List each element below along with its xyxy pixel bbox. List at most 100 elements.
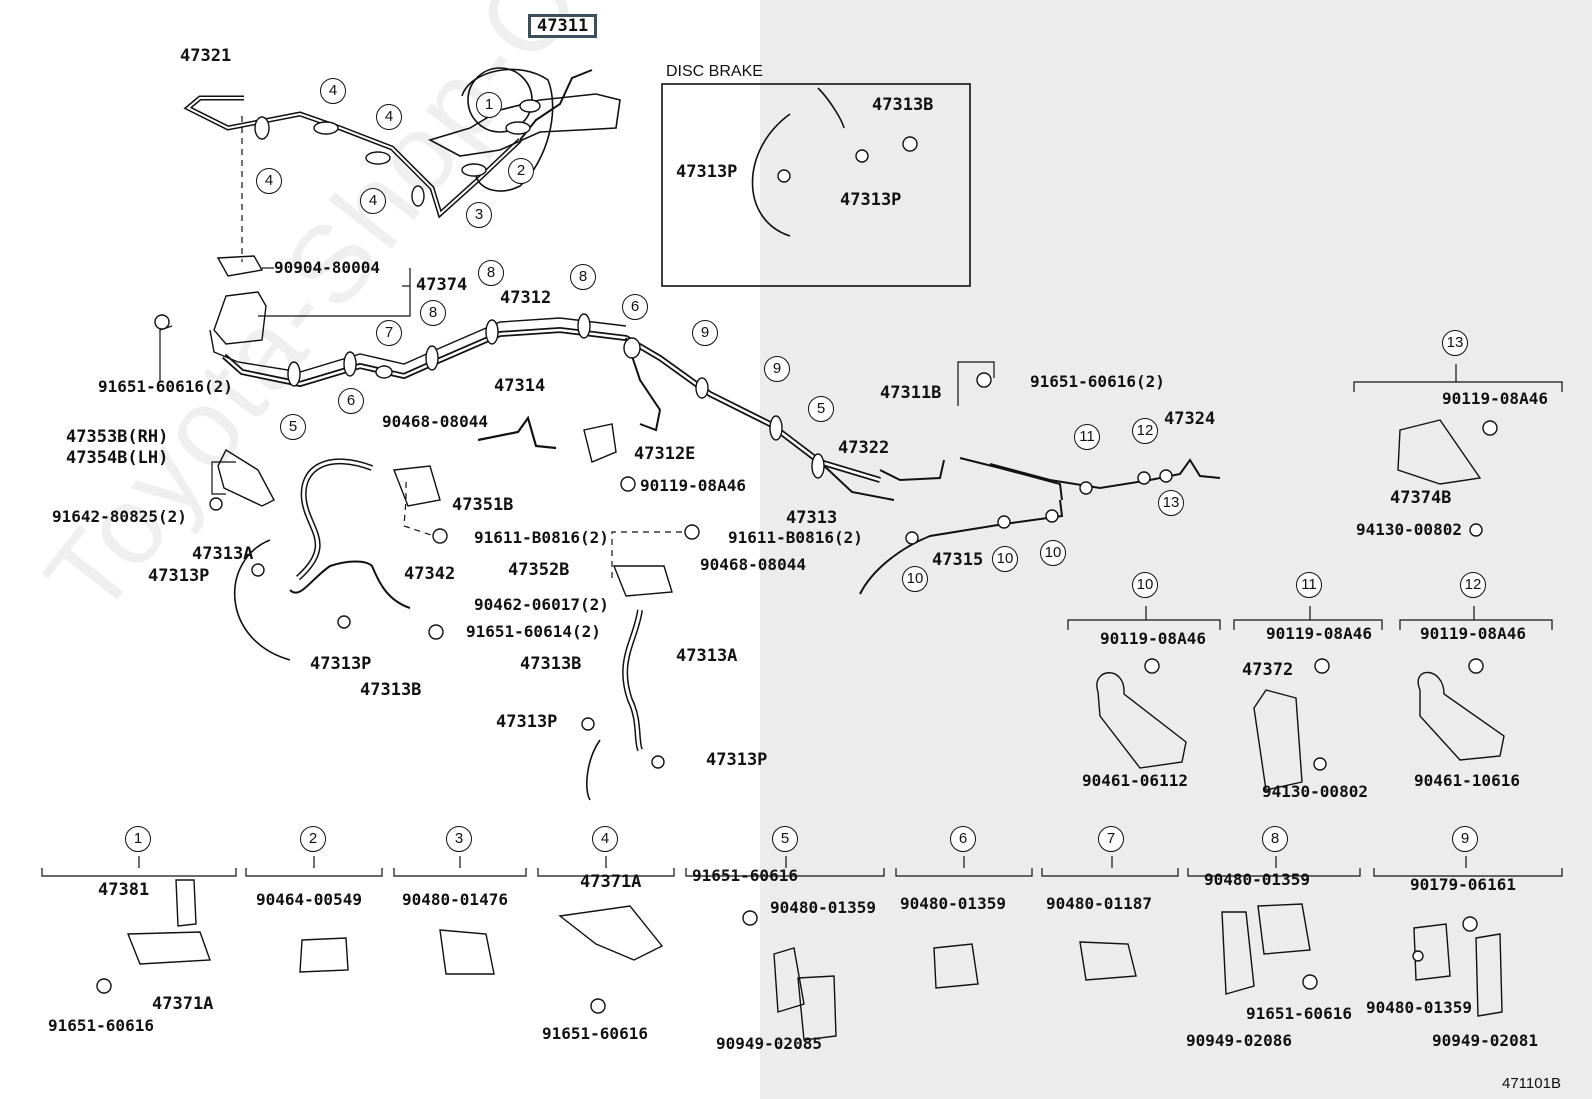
part-label[interactable]: 90480-01359: [1366, 998, 1472, 1017]
part-label[interactable]: 47313P: [676, 162, 738, 182]
part-label[interactable]: 90461-06112: [1082, 771, 1188, 790]
part-label[interactable]: 90480-01476: [402, 890, 508, 909]
part-label[interactable]: 47371A: [152, 994, 214, 1014]
highlighted-part-number[interactable]: 47311: [528, 14, 598, 38]
callout-circle[interactable]: 3: [466, 202, 492, 228]
part-label[interactable]: 90468-08044: [382, 412, 488, 431]
part-label[interactable]: 90949-02085: [716, 1034, 822, 1053]
callout-circle[interactable]: 9: [764, 356, 790, 382]
part-label[interactable]: 47313A: [192, 544, 254, 564]
part-label[interactable]: 47313B: [872, 95, 934, 115]
callout-circle[interactable]: 4: [360, 188, 386, 214]
part-label[interactable]: 94130-00802: [1262, 782, 1368, 801]
part-label[interactable]: 91651-60616(2): [1030, 372, 1165, 391]
part-label[interactable]: 47374B: [1390, 488, 1452, 508]
part-label[interactable]: 90480-01359: [770, 898, 876, 917]
callout-circle[interactable]: 5: [280, 414, 306, 440]
part-label[interactable]: 47354B(LH): [66, 448, 169, 468]
part-label[interactable]: 47311B: [880, 383, 942, 403]
part-label[interactable]: 90480-01359: [900, 894, 1006, 913]
group-callout[interactable]: 4: [592, 826, 618, 852]
part-label[interactable]: 90179-06161: [1410, 875, 1516, 894]
group-callout[interactable]: 6: [950, 826, 976, 852]
part-label[interactable]: 47371A: [580, 872, 642, 892]
group-callout[interactable]: 11: [1296, 572, 1322, 598]
part-label[interactable]: 90480-01187: [1046, 894, 1152, 913]
part-label[interactable]: 90462-06017(2): [474, 595, 609, 614]
part-label[interactable]: 91642-80825(2): [52, 507, 187, 526]
part-label[interactable]: 47315: [932, 550, 984, 570]
part-label[interactable]: 47374: [416, 275, 468, 295]
group-callout[interactable]: 12: [1460, 572, 1486, 598]
part-label[interactable]: 47372: [1242, 660, 1294, 680]
group-callout[interactable]: 3: [446, 826, 472, 852]
part-label[interactable]: 47324: [1164, 409, 1216, 429]
part-label[interactable]: 91611-B0816(2): [474, 528, 609, 547]
callout-circle[interactable]: 4: [376, 104, 402, 130]
part-label[interactable]: 90480-01359: [1204, 870, 1310, 889]
part-label[interactable]: 90119-08A46: [640, 476, 746, 495]
part-label[interactable]: 90119-08A46: [1100, 629, 1206, 648]
callout-circle[interactable]: 2: [508, 158, 534, 184]
part-label[interactable]: 47312: [500, 288, 552, 308]
part-label[interactable]: 90904-80004: [274, 258, 380, 277]
part-label[interactable]: 90468-08044: [700, 555, 806, 574]
callout-circle[interactable]: 10: [1040, 540, 1066, 566]
part-label[interactable]: 47313P: [840, 190, 902, 210]
part-label[interactable]: 47351B: [452, 495, 514, 515]
part-label[interactable]: 94130-00802: [1356, 520, 1462, 539]
part-label[interactable]: 91651-60616(2): [98, 377, 233, 396]
group-callout[interactable]: 9: [1452, 826, 1478, 852]
callout-circle[interactable]: 11: [1074, 424, 1100, 450]
part-label[interactable]: 47313B: [360, 680, 422, 700]
part-label[interactable]: 47321: [180, 46, 232, 66]
part-label[interactable]: 91611-B0816(2): [728, 528, 863, 547]
callout-circle[interactable]: 12: [1132, 418, 1158, 444]
part-label[interactable]: 47312E: [634, 444, 696, 464]
callout-circle[interactable]: 6: [622, 294, 648, 320]
callout-circle[interactable]: 7: [376, 320, 402, 346]
callout-circle[interactable]: 4: [256, 168, 282, 194]
part-label[interactable]: 91651-60616: [1246, 1004, 1352, 1023]
callout-circle[interactable]: 9: [692, 320, 718, 346]
part-label[interactable]: 90464-00549: [256, 890, 362, 909]
group-callout[interactable]: 2: [300, 826, 326, 852]
callout-circle[interactable]: 8: [420, 300, 446, 326]
part-label[interactable]: 47313A: [676, 646, 738, 666]
part-label[interactable]: 47352B: [508, 560, 570, 580]
group-callout[interactable]: 8: [1262, 826, 1288, 852]
part-label[interactable]: 91651-60616: [48, 1016, 154, 1035]
part-label[interactable]: 47313P: [706, 750, 768, 770]
part-label[interactable]: 90119-08A46: [1266, 624, 1372, 643]
part-label[interactable]: 47322: [838, 438, 890, 458]
callout-circle[interactable]: 6: [338, 388, 364, 414]
part-label[interactable]: 90949-02081: [1432, 1031, 1538, 1050]
part-label[interactable]: 90119-08A46: [1420, 624, 1526, 643]
part-label[interactable]: 47313B: [520, 654, 582, 674]
part-label[interactable]: 47353B(RH): [66, 427, 169, 447]
part-label[interactable]: 47313P: [310, 654, 372, 674]
part-label[interactable]: 91651-60616: [692, 866, 798, 885]
part-label[interactable]: 47342: [404, 564, 456, 584]
part-label[interactable]: 47313: [786, 508, 838, 528]
callout-circle[interactable]: 10: [992, 546, 1018, 572]
group-callout[interactable]: 13: [1442, 330, 1468, 356]
part-label[interactable]: 90119-08A46: [1442, 389, 1548, 408]
part-label[interactable]: 90461-10616: [1414, 771, 1520, 790]
group-callout[interactable]: 7: [1098, 826, 1124, 852]
part-label[interactable]: 47313P: [148, 566, 210, 586]
part-label[interactable]: 47313P: [496, 712, 558, 732]
part-label[interactable]: 91651-60614(2): [466, 622, 601, 641]
group-callout[interactable]: 10: [1132, 572, 1158, 598]
callout-circle[interactable]: 8: [570, 264, 596, 290]
part-label[interactable]: 91651-60616: [542, 1024, 648, 1043]
group-callout[interactable]: 1: [125, 826, 151, 852]
callout-circle[interactable]: 4: [320, 78, 346, 104]
callout-circle[interactable]: 13: [1158, 490, 1184, 516]
callout-circle[interactable]: 1: [476, 92, 502, 118]
part-label[interactable]: 47381: [98, 880, 150, 900]
part-label[interactable]: 90949-02086: [1186, 1031, 1292, 1050]
group-callout[interactable]: 5: [772, 826, 798, 852]
callout-circle[interactable]: 8: [478, 260, 504, 286]
callout-circle[interactable]: 10: [902, 566, 928, 592]
